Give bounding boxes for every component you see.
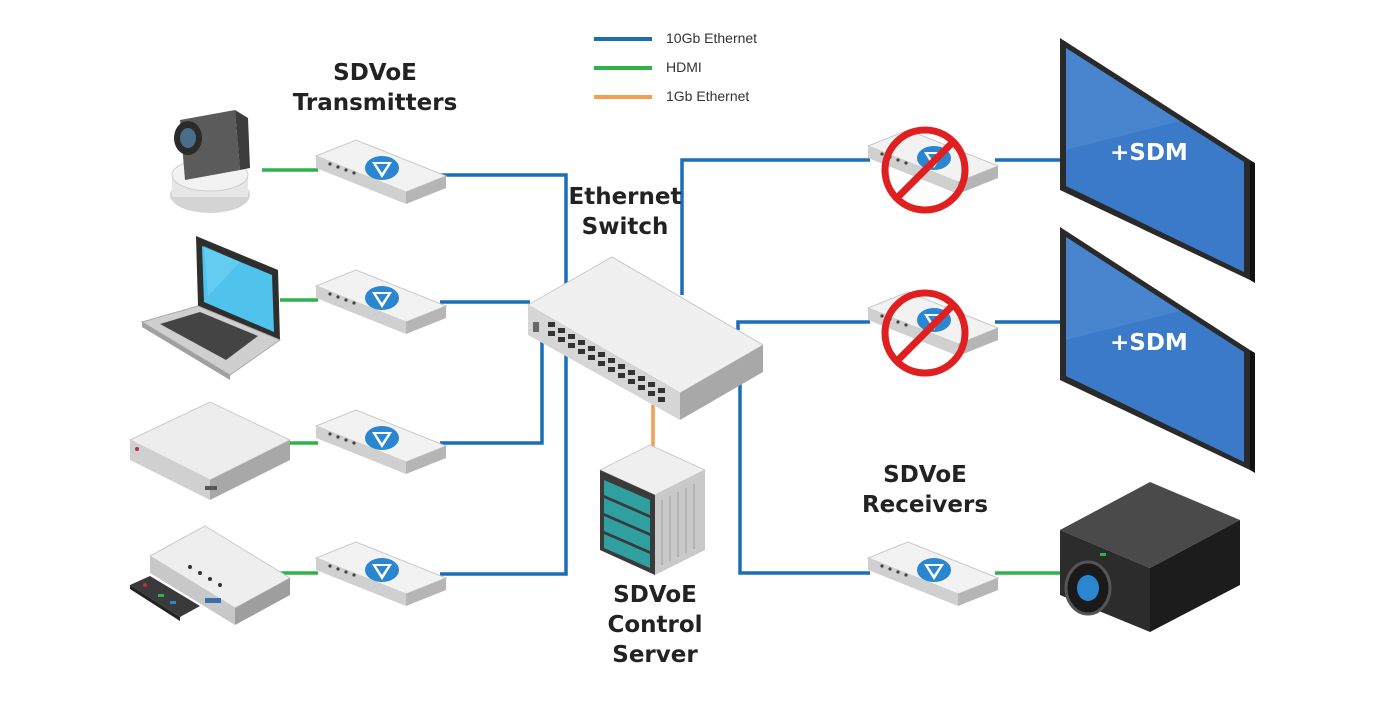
switch-label-line1: Ethernet xyxy=(568,184,682,210)
receivers-label: SDVoE Receivers xyxy=(850,460,1000,520)
server-rack-icon xyxy=(598,444,707,575)
remote-control-icon xyxy=(130,576,200,621)
server-label: SDVoE Control Server xyxy=(590,580,720,670)
link-switch-rx1 xyxy=(680,158,870,295)
transmitters-label-line1: SDVoE xyxy=(333,60,417,86)
sdvoe-transmitter-3 xyxy=(315,409,447,475)
server-label-line2: Control xyxy=(607,612,703,638)
receivers-label-line2: Receivers xyxy=(861,492,989,518)
display-1-text: +SDM xyxy=(1110,140,1188,166)
link-tx1-switch xyxy=(440,173,568,285)
sdvoe-receiver-3 xyxy=(867,541,999,607)
laptop-icon xyxy=(140,236,282,380)
link-switch-rx2 xyxy=(736,320,870,330)
transmitters-label-line2: Transmitters xyxy=(292,90,458,116)
set-top-box-icon xyxy=(128,401,292,500)
sdvoe-transmitter-4 xyxy=(315,541,447,607)
switch-label-line2: Switch xyxy=(581,214,669,240)
transmitters-label: SDVoE Transmitters xyxy=(290,58,460,118)
legend-label-hdmi: HDMI xyxy=(666,59,702,75)
legend-label-10gb: 10Gb Ethernet xyxy=(666,30,758,46)
legend-swatch-1gb xyxy=(594,95,652,99)
display-icon xyxy=(1060,227,1255,473)
legend-label-1gb: 1Gb Ethernet xyxy=(666,88,750,104)
link-tx4-switch xyxy=(440,340,568,576)
sdvoe-transmitter-1 xyxy=(315,139,447,205)
display-icon xyxy=(1060,38,1255,283)
legend-swatch-10gb xyxy=(594,37,652,41)
switch-label: Ethernet Switch xyxy=(560,182,690,242)
receivers-label-line1: SDVoE xyxy=(883,462,967,488)
link-tx3-switch xyxy=(440,340,544,445)
sdvoe-transmitter-2 xyxy=(315,269,447,335)
media-player-icon xyxy=(149,525,291,625)
ptz-camera-icon xyxy=(170,110,250,213)
link-switch-rx3 xyxy=(738,380,870,575)
legend-swatch-hdmi xyxy=(594,66,652,70)
server-label-line1: SDVoE xyxy=(613,582,697,608)
projector-icon xyxy=(1060,482,1240,632)
display-2-text: +SDM xyxy=(1110,330,1188,356)
server-label-line3: Server xyxy=(612,642,698,668)
ethernet-switch-icon xyxy=(526,256,764,420)
